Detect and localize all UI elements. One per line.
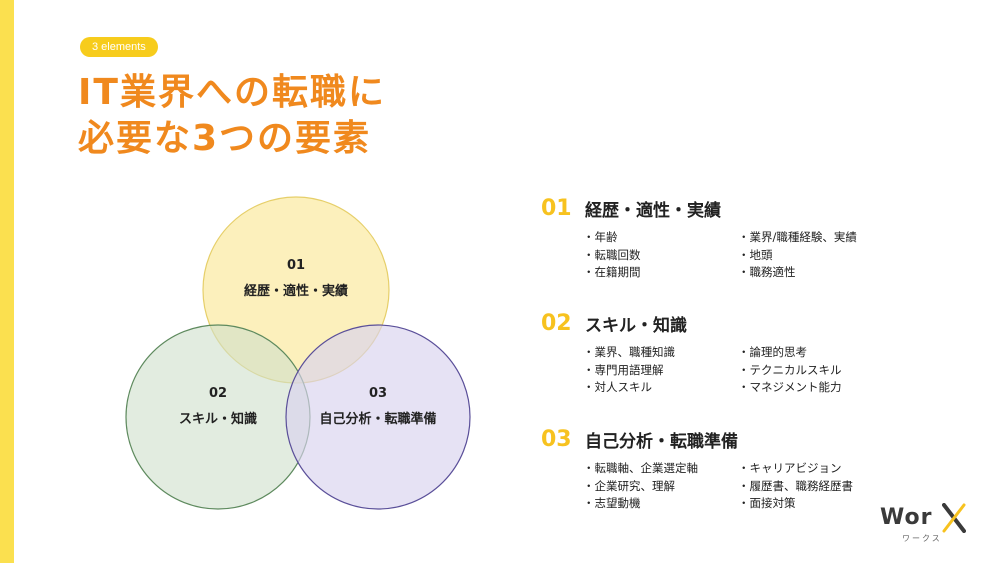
list-item: 専門用語理解 (583, 362, 738, 380)
category-03: 03 自己分析・転職準備 転職軸、企業選定軸 企業研究、理解 志望動機 キャリア… (541, 425, 893, 513)
venn-circle-03 (285, 324, 471, 510)
left-accent-bar (0, 0, 14, 563)
category-list-right: キャリアビジョン 履歴書、職務経歴書 面接対策 (738, 460, 893, 513)
category-list-left: 業界、職種知識 専門用語理解 対人スキル (583, 344, 738, 397)
venn-label-01: 経歴・適性・実績 (244, 283, 348, 299)
list-item: 業界、職種知識 (583, 344, 738, 362)
category-number: 03 (541, 426, 572, 452)
list-item: 転職回数 (583, 247, 738, 265)
list-item: 在籍期間 (583, 264, 738, 282)
title-line-2: 必要な3つの要素 (78, 118, 372, 159)
elements-badge: 3 elements (80, 37, 158, 57)
list-item: 転職軸、企業選定軸 (583, 460, 738, 478)
list-item: キャリアビジョン (738, 460, 893, 478)
list-item: 履歴書、職務経歴書 (738, 478, 893, 496)
list-item: 論理的思考 (738, 344, 893, 362)
category-number: 02 (541, 310, 572, 336)
list-item: 面接対策 (738, 495, 893, 513)
list-item: テクニカルスキル (738, 362, 893, 380)
category-01: 01 経歴・適性・実績 年齢 転職回数 在籍期間 業界/職種経験、実績 地頭 職… (541, 194, 893, 282)
list-item: 職務適性 (738, 264, 893, 282)
venn-diagram: 01 経歴・適性・実績 02 スキル・知識 03 自己分析・転職準備 (125, 196, 471, 510)
category-title: 経歴・適性・実績 (585, 200, 721, 221)
page-title: IT業界への転職に 必要な3つの要素 (78, 70, 386, 162)
category-list-right: 業界/職種経験、実績 地頭 職務適性 (738, 229, 893, 282)
venn-label-03: 自己分析・転職準備 (319, 411, 436, 427)
list-item: 対人スキル (583, 379, 738, 397)
category-title: 自己分析・転職準備 (585, 431, 738, 452)
category-list-right: 論理的思考 テクニカルスキル マネジメント能力 (738, 344, 893, 397)
category-list-left: 転職軸、企業選定軸 企業研究、理解 志望動機 (583, 460, 738, 513)
category-list-left: 年齢 転職回数 在籍期間 (583, 229, 738, 282)
logo-subtitle: ワークス (902, 534, 942, 543)
category-title: スキル・知識 (585, 315, 687, 336)
list-item: 企業研究、理解 (583, 478, 738, 496)
list-item: 地頭 (738, 247, 893, 265)
list-item: 業界/職種経験、実績 (738, 229, 893, 247)
title-line-1: IT業界への転職に (78, 72, 386, 113)
venn-num-03: 03 (369, 386, 387, 401)
list-item: 年齢 (583, 229, 738, 247)
venn-num-02: 02 (209, 386, 227, 401)
venn-label-02: スキル・知識 (179, 411, 257, 427)
category-number: 01 (541, 195, 572, 221)
list-item: 志望動機 (583, 495, 738, 513)
venn-num-01: 01 (287, 258, 305, 273)
list-item: マネジメント能力 (738, 379, 893, 397)
logo-word: Wor (880, 505, 933, 530)
category-02: 02 スキル・知識 業界、職種知識 専門用語理解 対人スキル 論理的思考 テクニ… (541, 309, 893, 397)
worx-logo: Wor ワークス (880, 503, 970, 545)
x-mark-icon (942, 503, 966, 533)
